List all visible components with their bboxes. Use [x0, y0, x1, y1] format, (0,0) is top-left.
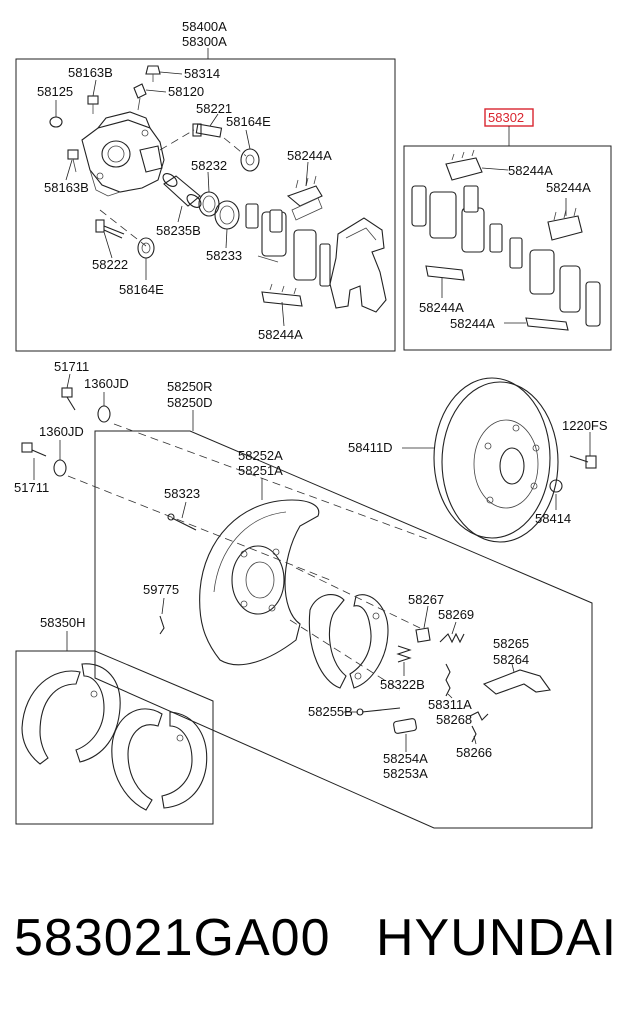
boot-58164E-top — [240, 148, 260, 172]
label-58302: 58302 — [488, 110, 524, 125]
pin-58323 — [167, 501, 197, 531]
part-number-text: 583021GA00 — [14, 909, 331, 967]
wheel-stud-1220FS — [569, 432, 597, 469]
caliper-body — [81, 111, 165, 197]
label-58244A-2: 58244A — [258, 327, 303, 342]
parking-brake-shoes-58350H — [21, 663, 208, 811]
label-58322B: 58322B — [380, 677, 425, 692]
spring-58269 — [439, 621, 465, 644]
label-58235B: 58235B — [156, 223, 201, 238]
bolt-51711-top — [61, 373, 76, 411]
label-58300A: 58300A — [182, 34, 227, 49]
boot-58233 — [214, 200, 240, 230]
bolt-58163B-bot — [67, 149, 79, 173]
adjuster-58267 — [415, 605, 431, 643]
label-58255B: 58255B — [308, 704, 353, 719]
label-58244A-3: 58244A — [508, 163, 553, 178]
label-51711-top: 51711 — [54, 359, 89, 374]
label-58244A-1: 58244A — [287, 148, 332, 163]
label-58252A: 58252A — [238, 448, 283, 463]
product-footer: 583021GA00 HYUNDAI — [0, 900, 628, 980]
label-58253A: 58253A — [383, 766, 428, 781]
label-51711-bot: 51711 — [14, 480, 49, 495]
spring-58266 — [471, 725, 477, 745]
piston-58235B — [162, 173, 202, 208]
shim-clip-58244A-top — [286, 175, 323, 221]
nut-58125 — [49, 116, 63, 128]
spring-58311A — [445, 663, 453, 699]
brake-pads-caliper-set — [245, 203, 331, 287]
caliper-dash-lines — [99, 129, 247, 247]
bolt-58163B-top — [87, 95, 99, 114]
label-58233: 58233 — [206, 248, 242, 263]
label-58163B-top: 58163B — [68, 65, 113, 80]
label-58244A-5: 58244A — [419, 300, 464, 315]
brand-text: HYUNDAI — [376, 909, 618, 967]
label-58250D: 58250D — [167, 395, 213, 410]
pad-kit-frame — [403, 145, 612, 351]
pad-kit-parts — [411, 149, 601, 331]
label-58311A: 58311A — [428, 697, 472, 712]
exploded-brake-diagram: 58400A 58300A 58163B 58314 58125 58120 5… — [14, 19, 612, 829]
part-labels: 58400A 58300A 58163B 58314 58125 58120 5… — [14, 19, 608, 781]
label-58314: 58314 — [184, 66, 220, 81]
label-1220FS: 1220FS — [562, 418, 608, 433]
guide-pin-58222 — [95, 219, 125, 239]
label-58250R: 58250R — [167, 379, 213, 394]
backing-plate-58252A — [199, 478, 320, 666]
label-58323: 58323 — [164, 486, 200, 501]
label-58268: 58268 — [436, 712, 472, 727]
label-58125: 58125 — [37, 84, 73, 99]
bolt-51711-bot — [21, 442, 47, 480]
label-58414: 58414 — [535, 511, 571, 526]
seal-58232 — [198, 191, 220, 217]
shim-clip-58244A-bot — [261, 283, 303, 307]
label-1360JD-top: 1360JD — [84, 376, 129, 391]
bleeder-cap-58120 — [133, 83, 147, 111]
bleeder-screw-58314 — [145, 65, 161, 82]
guide-pin-58221 — [192, 123, 223, 138]
label-58163B-bot: 58163B — [44, 180, 89, 195]
washer-1360JD-top — [97, 392, 111, 423]
drum-brake-frame — [94, 430, 593, 829]
label-58244A-4: 58244A — [546, 180, 591, 195]
label-58244A-6: 58244A — [450, 316, 495, 331]
caliper-leaders — [55, 71, 309, 327]
label-58411D: 58411D — [348, 440, 393, 455]
spring-58322B — [396, 645, 412, 676]
label-58400A: 58400A — [182, 19, 227, 34]
strut-58255B — [344, 707, 401, 716]
label-58232: 58232 — [191, 158, 227, 173]
label-58265: 58265 — [493, 636, 529, 651]
label-58164E-bot: 58164E — [119, 282, 164, 297]
label-58254A: 58254A — [383, 751, 428, 766]
washer-1360JD-bot — [53, 440, 67, 477]
parking-shoe-frame — [15, 650, 214, 825]
label-58267: 58267 — [408, 592, 444, 607]
clip-59775 — [159, 597, 165, 635]
label-58120: 58120 — [168, 84, 204, 99]
lever-58265 — [482, 663, 551, 695]
caliper-assembly-frame — [15, 58, 396, 352]
label-58222: 58222 — [92, 257, 128, 272]
cylinder-58254A — [393, 718, 417, 752]
label-58350H: 58350H — [40, 615, 86, 630]
label-58264: 58264 — [493, 652, 529, 667]
label-58164E-top: 58164E — [226, 114, 271, 129]
spring-58268 — [469, 711, 489, 721]
label-58251A: 58251A — [238, 463, 283, 478]
carrier-bracket — [329, 217, 387, 313]
label-58266: 58266 — [456, 745, 492, 760]
label-58221: 58221 — [196, 101, 232, 116]
disc-rotor-58411D — [402, 377, 559, 543]
label-58269: 58269 — [438, 607, 474, 622]
drum-dash-lines — [289, 567, 421, 691]
boot-58164E-bot — [137, 237, 155, 259]
label-59775: 59775 — [143, 582, 179, 597]
label-1360JD-bot: 1360JD — [39, 424, 84, 439]
screw-58414 — [549, 479, 563, 510]
brake-shoe — [308, 594, 389, 689]
